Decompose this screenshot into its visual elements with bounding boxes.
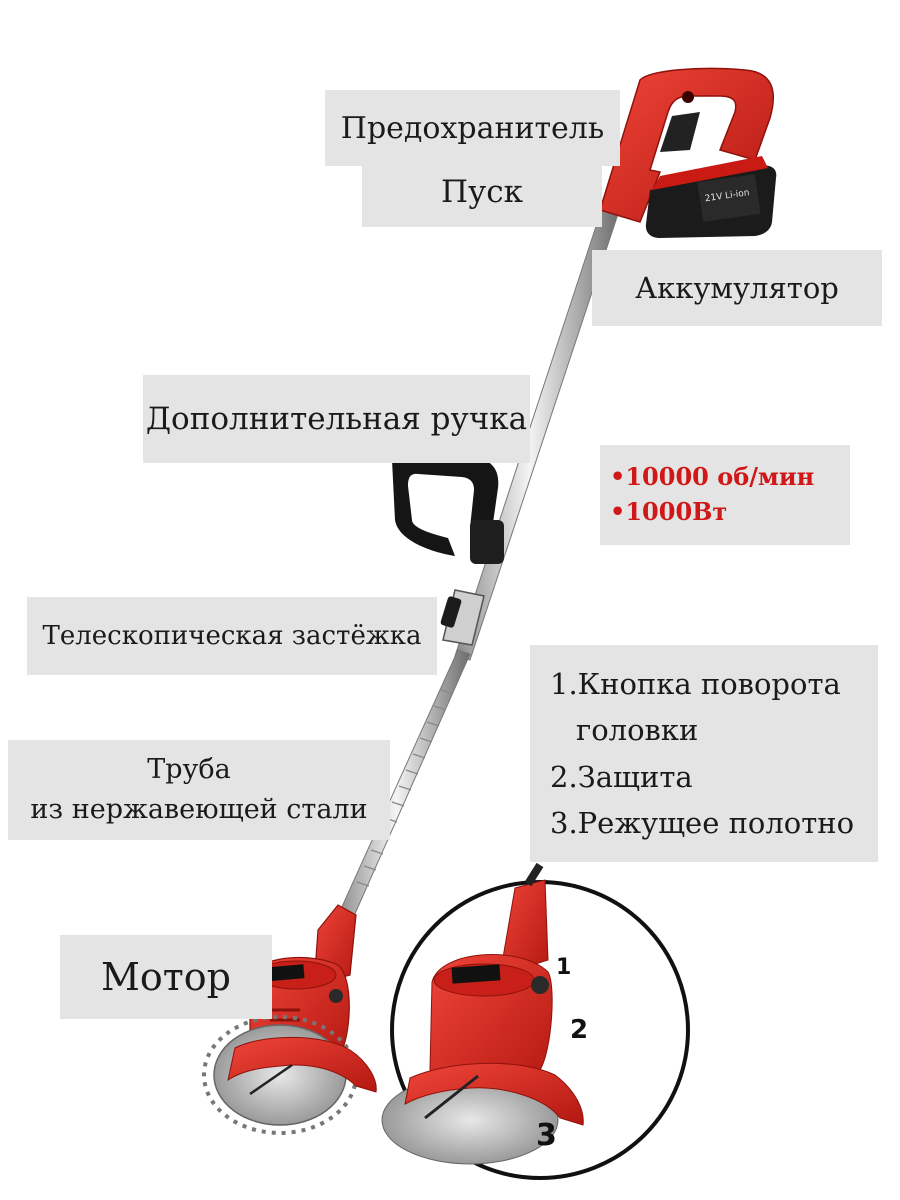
telescopic-clasp [440, 589, 485, 646]
spec-rpm: •10000 об/мин [610, 462, 815, 492]
telescopic-clasp-label-text: Телескопическая застёжка [42, 621, 422, 651]
fuse-label-text: Предохранитель [340, 110, 605, 146]
callout-1: 1 [556, 955, 572, 980]
cutting-blade [202, 1015, 358, 1135]
head-part-2: 2.Защита [550, 759, 693, 794]
tube-label-line2: из нержавеющей стали [30, 794, 368, 825]
blade-guard [227, 1036, 377, 1096]
head-part-1: 1.Кнопка поворота [550, 666, 841, 701]
start-label-text: Пуск [440, 174, 523, 210]
tube-label-line1: Труба [147, 753, 231, 785]
telescopic-clasp-label: Телескопическая застёжка [27, 597, 437, 675]
main-handle [599, 67, 774, 223]
battery-label-text: Аккумулятор [635, 271, 839, 305]
head-part-3: 3.Режущее полотно [550, 805, 855, 840]
motor-label: Мотор [60, 935, 272, 1019]
specs-box: •10000 об/мин •1000Вт [600, 445, 850, 545]
head-parts-box: 1.Кнопка поворота головки 2.Защита 3.Реж… [530, 645, 878, 862]
tube-label: Труба из нержавеющей стали [8, 740, 390, 840]
auxiliary-handle [392, 449, 504, 564]
spec-power: •1000Вт [610, 497, 728, 526]
fuse-label: Предохранитель [325, 90, 620, 166]
head-detail-zoom [381, 862, 690, 1180]
start-label: Пуск [362, 157, 602, 227]
battery-label: Аккумулятор [592, 250, 882, 326]
extra-handle-label-text: Дополнительная ручка [145, 401, 528, 437]
callout-2: 2 [570, 1015, 589, 1045]
callout-3: 3 [536, 1118, 557, 1153]
head-part-1-cont: головки [576, 713, 699, 748]
motor-label-text: Мотор [100, 955, 231, 999]
battery-pack: 21V Li-ion [645, 156, 777, 238]
extra-handle-label: Дополнительная ручка [143, 375, 530, 463]
